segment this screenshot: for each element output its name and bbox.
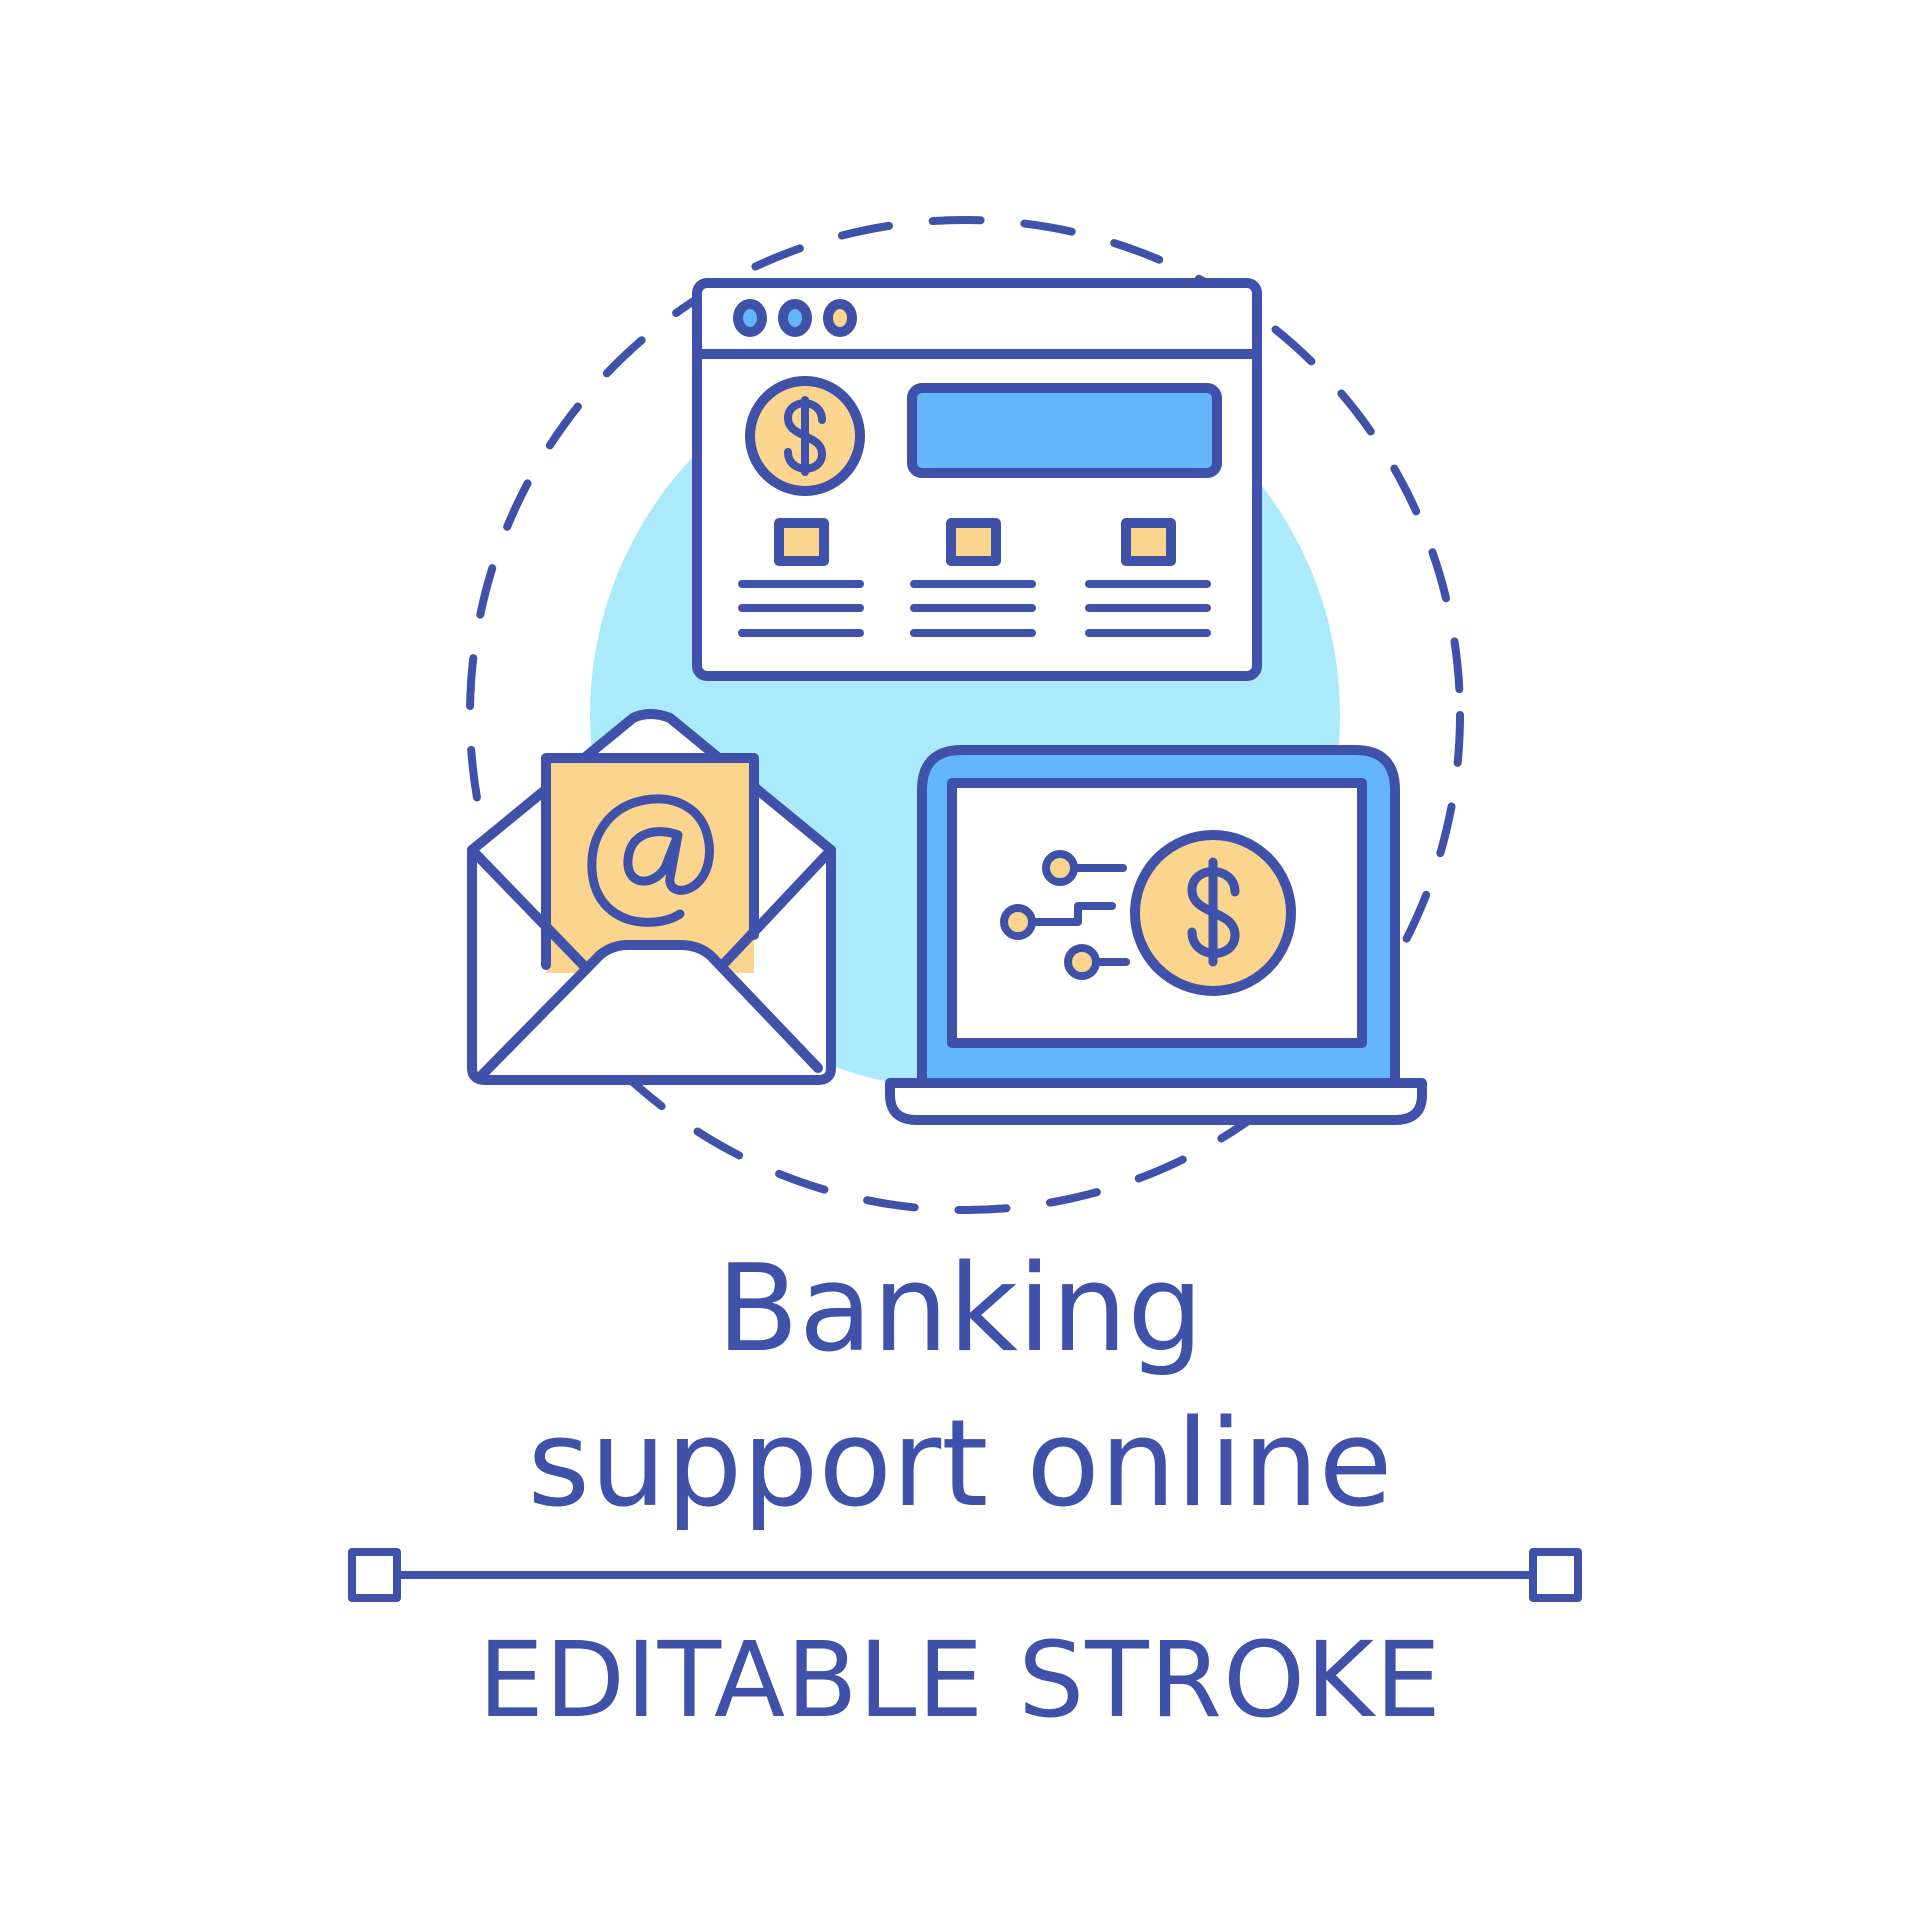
laptop-icon bbox=[885, 745, 1427, 1125]
dashed-ring bbox=[466, 216, 1464, 1214]
dollar-coin-icon bbox=[745, 376, 865, 496]
digital-transfer-icon bbox=[1000, 830, 1296, 996]
browser-window-icon bbox=[692, 278, 1262, 681]
stroke-handle-left bbox=[348, 1548, 401, 1602]
text-lines bbox=[738, 580, 1211, 637]
email-envelope-icon bbox=[467, 709, 836, 1085]
title-line-2: support online bbox=[527, 1395, 1393, 1534]
title-line-1: Banking bbox=[716, 1240, 1204, 1379]
stroke-handle-right bbox=[1529, 1548, 1582, 1602]
editable-stroke-line bbox=[348, 1548, 1582, 1602]
at-sign-icon bbox=[587, 794, 714, 927]
banner-placeholder bbox=[907, 383, 1222, 478]
subtitle: EDITABLE STROKE bbox=[478, 1619, 1442, 1741]
